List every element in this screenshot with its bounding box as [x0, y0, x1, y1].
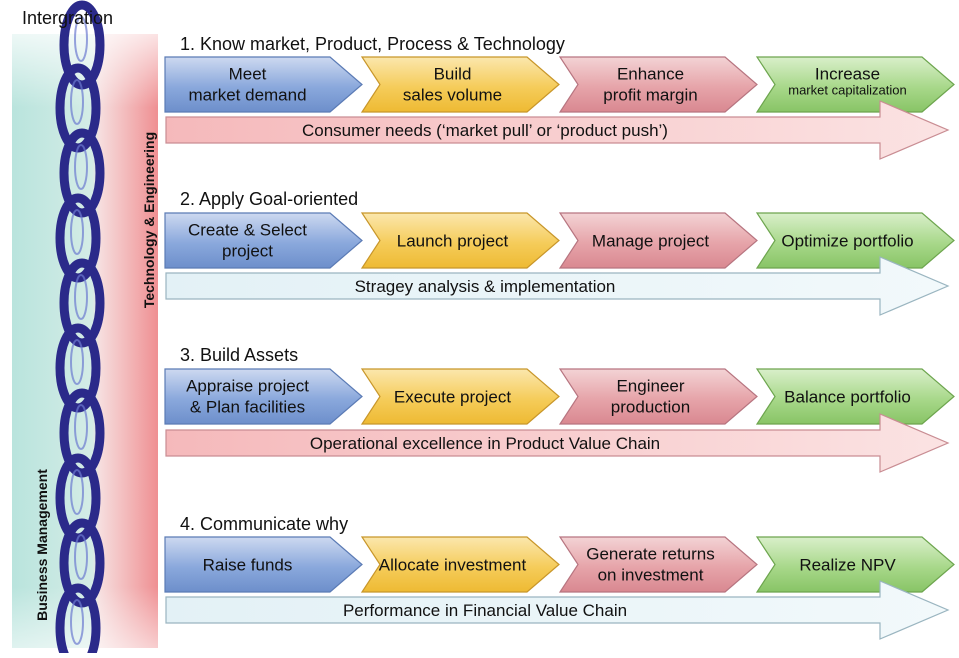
step-arrow-shape: [360, 56, 560, 113]
step-label: Launch project: [397, 232, 509, 251]
step-arrow: Balance portfolio: [755, 368, 955, 425]
step-arrow: Engineer production: [558, 368, 758, 425]
integration-title: Intergration: [22, 8, 113, 28]
step-label: Generate returns: [586, 545, 715, 564]
step-label: Appraise project: [186, 377, 309, 396]
step-arrow: Launch project: [360, 212, 560, 269]
step-label: market demand: [188, 86, 306, 105]
step-label: & Plan facilities: [190, 398, 305, 417]
chain-link: [59, 518, 105, 608]
chain-link: [59, 128, 105, 218]
band-arrow: Stragey analysis & implementation: [165, 256, 950, 316]
step-arrow: Appraise project & Plan facilities: [164, 368, 363, 425]
chain-link-highlight: [74, 274, 88, 320]
chain-link-highlight: [70, 209, 84, 255]
step-arrow-shape: [558, 212, 758, 269]
step-arrow-shape: [164, 368, 363, 425]
step-arrow-shape: [755, 368, 955, 425]
step-arrow: Create & Select project: [164, 212, 363, 269]
section-title: 3. Build Assets: [180, 345, 298, 365]
step-arrow: Optimize portfolio: [755, 212, 955, 269]
band-label: Operational excellence in Product Value …: [310, 434, 660, 453]
step-label: Raise funds: [203, 556, 293, 575]
band-arrow-shape: [165, 100, 950, 160]
step-label: Enhance: [617, 65, 684, 84]
step-arrow: Enhance profit margin: [558, 56, 758, 113]
step-arrow-shape: [360, 212, 560, 269]
step-label: Increase: [815, 65, 880, 84]
step-label: Manage project: [592, 232, 709, 251]
band-arrow-shape: [165, 413, 950, 473]
step-label: Balance portfolio: [784, 388, 911, 407]
step-arrow-shape: [558, 536, 758, 593]
chain-link: [59, 388, 105, 478]
sections: 1. Know market, Product, Process & Techn…: [164, 34, 955, 640]
step-arrow-shape: [755, 56, 955, 113]
chain-link-highlight: [70, 339, 84, 385]
band-label: Stragey analysis & implementation: [355, 277, 616, 296]
chain-link-highlight: [70, 79, 84, 125]
step-label: project: [222, 242, 273, 261]
step-label: profit margin: [603, 86, 697, 105]
band-label: Performance in Financial Value Chain: [343, 601, 627, 620]
chain-link: [55, 583, 101, 658]
step-arrow-shape: [755, 536, 955, 593]
step-arrow-shape: [164, 536, 363, 593]
chain-link-highlight: [74, 534, 88, 580]
business-management-label: Business Management: [34, 469, 50, 621]
step-label: Allocate investment: [379, 556, 527, 575]
chain-link: [59, 0, 105, 90]
step-label: Build: [434, 65, 472, 84]
step-arrow: Generate returns on investment: [558, 536, 758, 593]
band-arrow: Operational excellence in Product Value …: [165, 413, 950, 473]
step-arrow: Meet market demand: [164, 56, 363, 113]
band-label: Consumer needs (‘market pull’ or ‘produc…: [302, 121, 668, 140]
step-arrow-shape: [755, 212, 955, 269]
technology-engineering-label: Technology & Engineering: [141, 132, 157, 308]
section-1: 1. Know market, Product, Process & Techn…: [164, 34, 955, 160]
step-label: Realize NPV: [799, 556, 896, 575]
step-arrow: Execute project: [360, 368, 560, 425]
band-arrow: Consumer needs (‘market pull’ or ‘produc…: [165, 100, 950, 160]
step-arrow-shape: [360, 536, 560, 593]
step-arrow-shape: [360, 368, 560, 425]
step-arrow-shape: [558, 56, 758, 113]
step-label: Execute project: [394, 388, 511, 407]
step-label: sales volume: [403, 86, 502, 105]
step-arrow: Manage project: [558, 212, 758, 269]
section-title: 4. Communicate why: [180, 514, 348, 534]
chain-link-highlight: [74, 16, 88, 62]
step-label: market capitalization: [788, 83, 907, 98]
step-label: Create & Select: [188, 221, 307, 240]
step-label: production: [611, 398, 690, 417]
band-arrow: Performance in Financial Value Chain: [165, 580, 950, 640]
section-title: 2. Apply Goal-oriented: [180, 189, 358, 209]
step-label: on investment: [598, 566, 704, 585]
chain-link-highlight: [70, 599, 84, 645]
step-arrow: Build sales volume: [360, 56, 560, 113]
band-arrow-shape: [165, 256, 950, 316]
step-arrow: Raise funds: [164, 536, 363, 593]
step-label: Meet: [229, 65, 267, 84]
step-arrow: Allocate investment: [360, 536, 560, 593]
band-arrow-shape: [165, 580, 950, 640]
chain-link-highlight: [70, 469, 84, 515]
chain-link-highlight: [74, 144, 88, 190]
chain-links: [55, 0, 105, 658]
chain-link: [59, 258, 105, 348]
step-label: Engineer: [616, 377, 684, 396]
step-arrow-shape: [164, 56, 363, 113]
step-label: Optimize portfolio: [781, 232, 913, 251]
section-title: 1. Know market, Product, Process & Techn…: [180, 34, 565, 54]
chain-link-highlight: [74, 404, 88, 450]
step-arrow-shape: [164, 212, 363, 269]
step-arrow-shape: [558, 368, 758, 425]
step-arrow: Realize NPV: [755, 536, 955, 593]
